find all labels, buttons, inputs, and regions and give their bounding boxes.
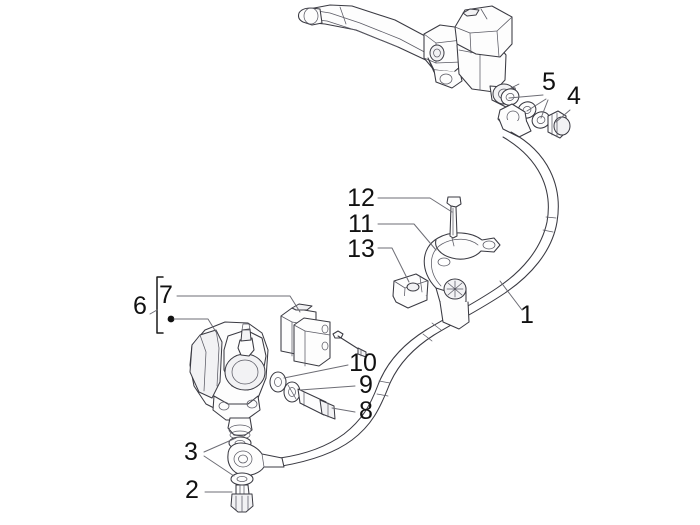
brake-hose <box>279 131 559 467</box>
bracket-screw <box>446 196 462 247</box>
callout-11: 11 <box>348 210 374 238</box>
callout-9: 9 <box>359 371 373 399</box>
leader-4 <box>555 109 571 123</box>
brake-caliper <box>189 321 269 440</box>
reservoir-cap <box>454 5 513 58</box>
leader-9 <box>299 385 356 391</box>
caliper-bolt-8 <box>297 388 336 420</box>
brake-lever <box>297 4 447 63</box>
callout-8: 8 <box>359 397 373 425</box>
brake-pads <box>280 303 331 367</box>
callout-1: 1 <box>520 301 534 329</box>
callout-7: 7 <box>159 281 173 309</box>
callout-4: 4 <box>567 82 581 110</box>
pad-retaining-pin <box>332 330 367 358</box>
leader-8 <box>331 407 356 413</box>
leader-13 <box>377 247 410 283</box>
callout-10: 10 <box>349 349 377 377</box>
callout-6: 6 <box>133 292 147 320</box>
leader-6 <box>149 276 164 334</box>
banjo-bolt-upper <box>547 110 571 139</box>
spring-washer-9 <box>283 381 301 403</box>
callout-3: 3 <box>184 438 198 466</box>
callout-12: 12 <box>347 184 375 212</box>
leader-5 <box>508 94 549 119</box>
callout-13: 13 <box>347 235 375 263</box>
lower-banjo-assembly <box>227 436 285 513</box>
flat-washer-10 <box>269 371 287 393</box>
leader-7 <box>176 295 301 313</box>
leader-12 <box>377 197 453 213</box>
leader-10 <box>283 364 349 379</box>
leader-3 <box>203 437 237 477</box>
hose-banjo-fitting-upper <box>497 103 532 138</box>
hose-clip <box>392 273 429 309</box>
hose-guide-bracket <box>423 232 501 330</box>
callout-2: 2 <box>185 476 199 504</box>
leader-11 <box>377 223 437 251</box>
leader-1 <box>499 280 523 311</box>
leader-caliper <box>167 315 217 333</box>
callout-5: 5 <box>542 68 556 96</box>
